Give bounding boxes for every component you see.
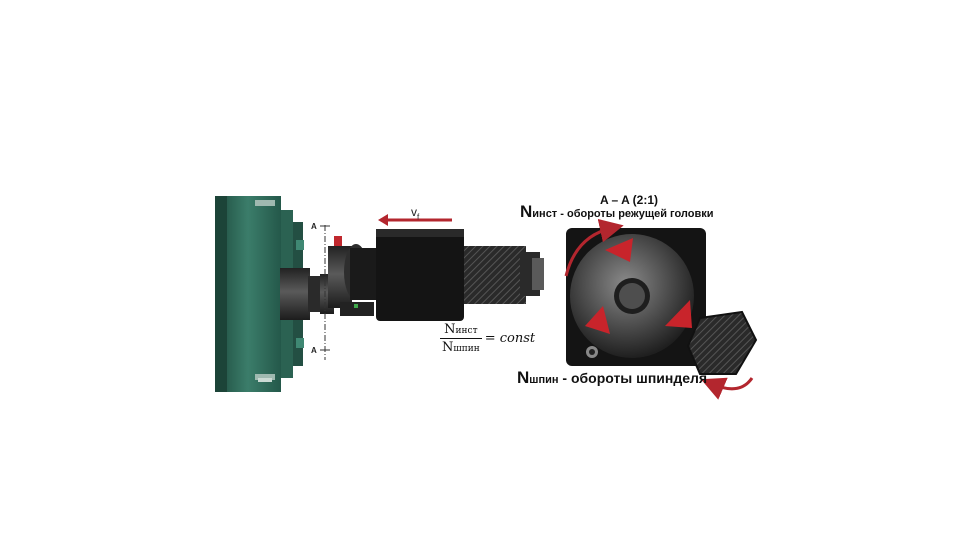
ratio-rhs: = const: [485, 331, 535, 346]
num-subscript: инст: [456, 326, 478, 336]
tool-head-left: [328, 236, 378, 316]
ratio-numerator: Nинст: [440, 322, 482, 339]
den-subscript: шпин: [453, 344, 479, 354]
tool-speed-label: Nинст - обороты режущей головки: [520, 202, 714, 222]
ratio-denominator: Nшпин: [440, 339, 482, 355]
feed-label: vf: [411, 205, 419, 221]
spindle-speed-description: - обороты шпинделя: [559, 370, 708, 386]
num-symbol: N: [444, 322, 455, 337]
spindle-speed-subscript: шпин: [529, 374, 558, 386]
workpiece-hex: [688, 312, 756, 374]
tool-speed-subscript: инст: [532, 208, 557, 220]
section-marker-top: A: [311, 222, 317, 231]
ratio-fraction: Nинст Nшпин: [440, 322, 482, 355]
feed-subscript: f: [417, 212, 419, 221]
spindle-rotation-arrow: [712, 378, 752, 389]
tool-speed-symbol: N: [520, 202, 532, 221]
tool-holder-body: [376, 229, 544, 321]
workpiece-spindle: [280, 268, 334, 320]
spindle-speed-symbol: N: [517, 368, 529, 387]
den-symbol: N: [442, 340, 453, 355]
section-view: [566, 228, 756, 374]
section-marker-bottom: A: [311, 346, 317, 355]
tool-speed-description: - обороты режущей головки: [557, 208, 713, 220]
spindle-speed-label: Nшпин - обороты шпинделя: [517, 368, 707, 388]
speed-ratio-formula: Nинст Nшпин = const: [440, 322, 535, 355]
